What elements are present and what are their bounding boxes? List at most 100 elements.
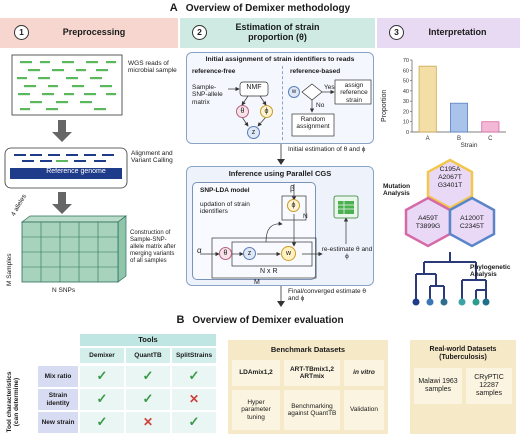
- col2-title-line1: Estimation of strain: [235, 22, 320, 33]
- theta-node-initial: θ: [236, 105, 249, 118]
- reference-genome-label: Reference genome: [46, 168, 106, 175]
- y-tick-label: 20: [403, 109, 409, 115]
- x-tick-label: B: [457, 136, 461, 142]
- cross-icon: ✕: [172, 389, 216, 410]
- tool-header-demixer: Demixer: [80, 348, 124, 363]
- tool-header-quanttb: QuantTB: [126, 348, 170, 363]
- y-tick-label: 60: [403, 68, 409, 74]
- mutation-hexagons: [404, 158, 496, 248]
- realworld-malawi: Malawi 1963 samples: [414, 368, 462, 404]
- y-tick-label: 50: [403, 79, 409, 85]
- chart-xlabel: Strain: [461, 142, 478, 149]
- m-samples-label: M Samples: [6, 253, 13, 286]
- alpha-label: α: [197, 246, 202, 255]
- col2-header: 2 Estimation of strain proportion (θ): [180, 18, 375, 48]
- spreadsheet-icon: [333, 195, 359, 219]
- w-node: w: [281, 246, 296, 261]
- theta-node: θ: [219, 247, 232, 260]
- y-tick-label: 30: [403, 99, 409, 105]
- hex-right: [448, 196, 496, 248]
- row-label-new-strain: New strain: [38, 412, 78, 433]
- x-tick-label: A: [426, 136, 430, 142]
- section-b-header: B Overview of Demixer evaluation: [0, 312, 520, 328]
- hex-left-line-1: A459T: [417, 215, 439, 222]
- chart-ylabel: Proportion: [381, 89, 388, 122]
- row-label-strain-identity: Strain identity: [38, 389, 78, 410]
- section-a-title: Overview of Demixer methodology: [185, 2, 351, 14]
- ref-based-label: reference-based: [290, 68, 341, 75]
- check-icon: ✓: [80, 366, 124, 387]
- initial-estimation-label: Initial estimation of θ and ϕ: [288, 146, 366, 153]
- benchmark-invitro: in vitro: [344, 360, 384, 386]
- tool-characteristics-label: Tool characteristics (can determine): [6, 371, 21, 433]
- section-a-header: A Overview of Demixer methodology: [0, 0, 520, 16]
- hex-top: [426, 158, 474, 210]
- hex-top-line-2: A2067T: [438, 173, 462, 181]
- arrow-final-estimate: [277, 286, 285, 307]
- lda-graphics: [200, 184, 359, 279]
- m-plate-label: M: [254, 279, 260, 286]
- assign-ref-label: assign reference strain: [340, 82, 368, 104]
- tool-mark-grid: ✓✓✓✓✓✕✓✕✓: [80, 366, 216, 433]
- col1-number: 1: [14, 25, 29, 40]
- bar-C: [481, 121, 500, 133]
- x-tick-label: C: [488, 136, 493, 142]
- arrow-down-2: [52, 192, 72, 214]
- hex-top-text: C195A A2067T G3401T: [428, 166, 472, 189]
- initial-assignment-title: Initial assignment of strain identifiers…: [205, 56, 355, 63]
- cross-icon: ✕: [126, 412, 170, 433]
- benchmark-use-validation: Validation: [344, 390, 384, 430]
- check-icon: ✓: [172, 412, 216, 433]
- tool-header-splitstrains: SplitStrains: [172, 348, 216, 363]
- n-snps-label: N SNPs: [52, 287, 76, 294]
- wgs-label: WGS reads of microbial sample: [128, 60, 177, 75]
- realworld-cryptic: CRyPTIC 12287 samples: [466, 368, 512, 404]
- matrix-3d: [20, 215, 128, 283]
- read-segments: [17, 61, 116, 111]
- phylogenetic-tree: [412, 252, 490, 306]
- ref-free-label: reference-free: [192, 68, 236, 75]
- hex-left-text: A459T T3899G: [406, 215, 450, 231]
- section-a-letter: A: [169, 2, 178, 14]
- initial-assignment-graphics: [228, 79, 372, 137]
- section-b-letter: B: [176, 314, 185, 326]
- check-icon: ✓: [80, 412, 124, 433]
- z-node: z: [243, 247, 256, 260]
- benchmark-ldamix: LDAmix1,2: [232, 360, 280, 386]
- nmf-label: NMF: [246, 84, 262, 91]
- arrow-initial-estimation: [277, 144, 285, 165]
- yes-label: Yes: [324, 84, 335, 91]
- tools-title: Tools: [80, 334, 216, 346]
- col3-header: 3 Interpretation: [377, 18, 520, 48]
- z-node-initial: z: [247, 126, 260, 139]
- preprocessing-graphics: [4, 54, 128, 283]
- realworld-title: Real-world Datasets (Tuberculosis): [429, 346, 497, 362]
- reference-genome-bar: [10, 168, 122, 179]
- inference-title: Inference using Parallel CGS: [228, 169, 332, 178]
- final-estimate-label: Final/converged estimate θ and ϕ: [288, 288, 367, 303]
- matrix-label: Construction of Sample-SNP-allele matrix…: [130, 230, 176, 264]
- no-label: No: [316, 102, 325, 109]
- check-icon: ✓: [80, 389, 124, 410]
- snp-lda-label: SNP-LDA model: [200, 187, 250, 194]
- hex-left-line-2: T3899G: [415, 222, 441, 230]
- beta-label: β: [290, 184, 295, 193]
- benchmark-title: Benchmark Datasets: [270, 345, 346, 354]
- mutation-analysis-label: Mutation Analysis: [383, 183, 411, 198]
- y-tick-label: 70: [403, 58, 409, 64]
- col1-header: 1 Preprocessing: [0, 18, 178, 48]
- check-icon: ✓: [172, 366, 216, 387]
- hex-top-line-3: G3401T: [437, 181, 463, 189]
- col3-title: Interpretation: [428, 27, 487, 38]
- hex-right-text: A1200T C2345T: [450, 215, 494, 231]
- ref-divider: [282, 66, 283, 140]
- hex-right-line-1: A1200T: [460, 215, 484, 222]
- col2-title-line2: proportion (θ): [248, 32, 307, 42]
- nxr-plate-label: N x R: [260, 268, 278, 275]
- w-node-initial: w: [288, 86, 300, 98]
- update-label: updation of strain identifiers: [200, 201, 250, 216]
- phylogenetic-analysis-label: Phylogenetic Analysis: [470, 264, 511, 279]
- row-label-mix-ratio: Mix ratio: [38, 366, 78, 387]
